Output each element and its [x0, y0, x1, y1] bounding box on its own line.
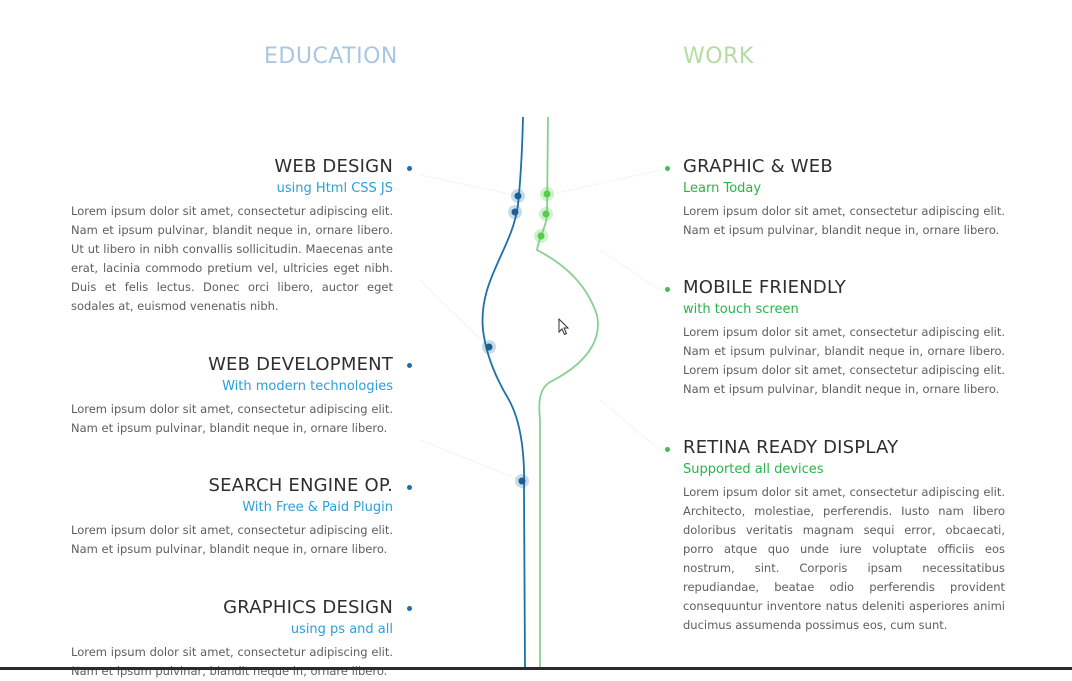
background-connectors — [419, 169, 661, 481]
education-timeline-nodes — [482, 189, 529, 488]
education-entry: WEB DESIGN using Html CSS JS Lorem ipsum… — [71, 156, 393, 316]
work-title: WORK — [683, 44, 754, 69]
education-entry: WEB DEVELOPMENT With modern technologies… — [71, 354, 393, 438]
entry-text: Lorem ipsum dolor sit amet, consectetur … — [683, 204, 1005, 237]
education-entry: SEARCH ENGINE OP. With Free & Paid Plugi… — [71, 475, 393, 559]
work-entry: GRAPHIC & WEB Learn Today Lorem ipsum do… — [683, 156, 1005, 240]
entry-subtitle: using Html CSS JS — [276, 181, 393, 196]
mouse-pointer-icon — [558, 318, 570, 336]
education-timeline-line — [481, 116, 526, 670]
entry-text: Lorem ipsum dolor sit amet, consectetur … — [71, 645, 393, 678]
bullet-dot — [407, 166, 412, 171]
entry-subtitle: using ps and all — [290, 622, 393, 637]
work-timeline-line — [536, 116, 599, 670]
bullet-dot — [407, 606, 412, 611]
entry-heading: WEB DEVELOPMENT — [208, 354, 393, 375]
entry-subtitle: Supported all devices — [683, 462, 824, 477]
bullet-dot — [665, 287, 670, 292]
entry-heading: WEB DESIGN — [274, 156, 393, 177]
entry-subtitle: With Free & Paid Plugin — [242, 500, 393, 515]
entry-subtitle: Learn Today — [683, 181, 762, 196]
bullet-dot — [407, 363, 412, 368]
entry-text: Lorem ipsum dolor sit amet, consectetur … — [683, 485, 1005, 632]
work-entry: RETINA READY DISPLAY Supported all devic… — [683, 437, 1005, 635]
entry-text: Lorem ipsum dolor sit amet, consectetur … — [71, 204, 393, 313]
entry-text: Lorem ipsum dolor sit amet, consectetur … — [71, 402, 393, 435]
entry-heading: RETINA READY DISPLAY — [683, 437, 899, 458]
entry-subtitle: with touch screen — [683, 302, 799, 317]
entry-heading: SEARCH ENGINE OP. — [208, 475, 393, 496]
entry-text: Lorem ipsum dolor sit amet, consectetur … — [71, 523, 393, 556]
work-timeline-nodes — [534, 187, 554, 243]
work-entry: MOBILE FRIENDLY with touch screen Lorem … — [683, 277, 1005, 399]
entry-text: Lorem ipsum dolor sit amet, consectetur … — [683, 325, 1005, 396]
entry-subtitle: With modern technologies — [222, 379, 393, 394]
bottom-edge-bar — [0, 667, 1072, 670]
bullet-dot — [665, 447, 670, 452]
entry-heading: GRAPHIC & WEB — [683, 156, 833, 177]
bullet-dot — [407, 485, 412, 490]
entry-heading: GRAPHICS DESIGN — [223, 597, 393, 618]
entry-heading: MOBILE FRIENDLY — [683, 277, 846, 298]
education-title: EDUCATION — [264, 44, 398, 69]
bullet-dot — [665, 166, 670, 171]
